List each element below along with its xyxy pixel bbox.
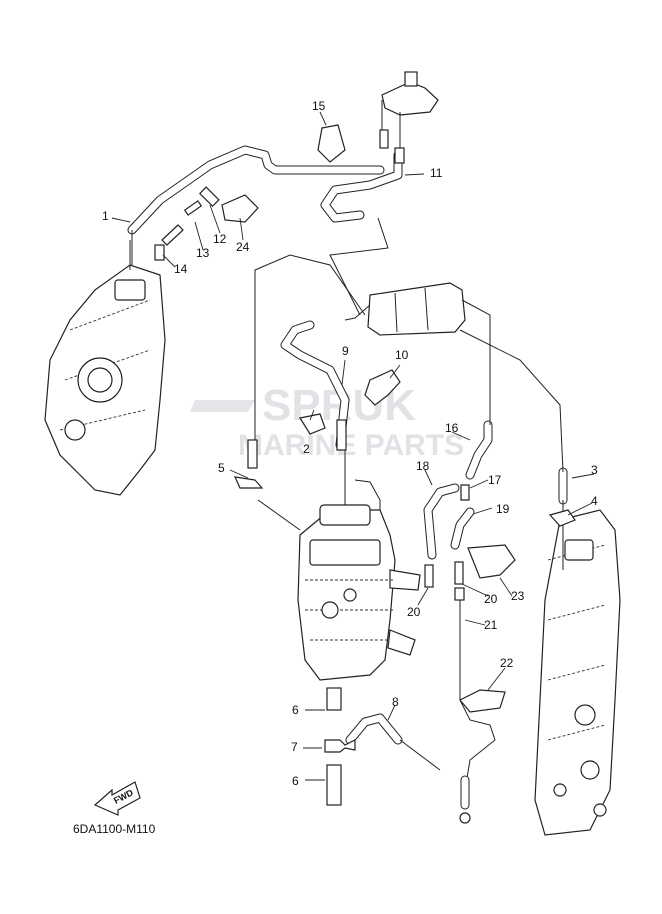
callout-18: 18 <box>416 459 430 473</box>
callout-13: 13 <box>196 246 210 260</box>
fwd-arrow: FWD <box>93 781 141 816</box>
hose-9 <box>280 320 350 450</box>
callout-24: 24 <box>236 240 250 254</box>
callout-20-right: 20 <box>484 592 498 606</box>
callout-19: 19 <box>496 502 510 516</box>
hose-8 <box>345 713 403 745</box>
hose-19 <box>450 507 475 550</box>
watermark: SPRUK MARINE PARTS <box>190 381 464 462</box>
callout-23: 23 <box>511 589 525 603</box>
connection-lines <box>131 217 564 531</box>
callout-8: 8 <box>392 695 399 709</box>
straight-fittings <box>154 129 471 824</box>
callout-21: 21 <box>484 618 498 632</box>
callout-3: 3 <box>591 463 598 477</box>
callout-labels: 1 2 3 4 5 6 6 7 8 9 10 11 12 13 14 15 16… <box>102 99 598 788</box>
hose-1 <box>127 145 385 235</box>
hose-11 <box>320 150 403 223</box>
hose-18 <box>423 483 460 560</box>
callout-11: 11 <box>430 166 443 180</box>
callout-1: 1 <box>102 209 109 223</box>
callout-6-lower: 6 <box>292 774 299 788</box>
right-cylinder-plate <box>534 509 621 836</box>
callout-22: 22 <box>500 656 514 670</box>
callout-leaders <box>111 111 595 781</box>
callout-14: 14 <box>174 262 188 276</box>
clamps <box>221 124 576 713</box>
diagram-code: 6DA1100-M110 <box>73 822 156 836</box>
callout-6-upper: 6 <box>292 703 299 717</box>
callout-5: 5 <box>218 461 225 475</box>
callout-15: 15 <box>312 99 326 113</box>
top-solenoid-valve <box>381 71 439 150</box>
vapor-separator-assembly <box>297 470 421 681</box>
callout-2: 2 <box>303 442 310 456</box>
callout-16: 16 <box>445 421 459 435</box>
callout-12: 12 <box>213 232 227 246</box>
watermark-bottom: MARINE PARTS <box>238 429 464 462</box>
callout-20-left: 20 <box>407 605 421 619</box>
callout-17: 17 <box>488 473 502 487</box>
callout-4: 4 <box>591 494 598 508</box>
hose-16 <box>465 420 493 480</box>
callout-10: 10 <box>395 348 409 362</box>
charcoal-canister <box>344 282 466 336</box>
left-cylinder-block <box>44 240 166 496</box>
callout-7: 7 <box>291 740 298 754</box>
callout-9: 9 <box>342 344 349 358</box>
